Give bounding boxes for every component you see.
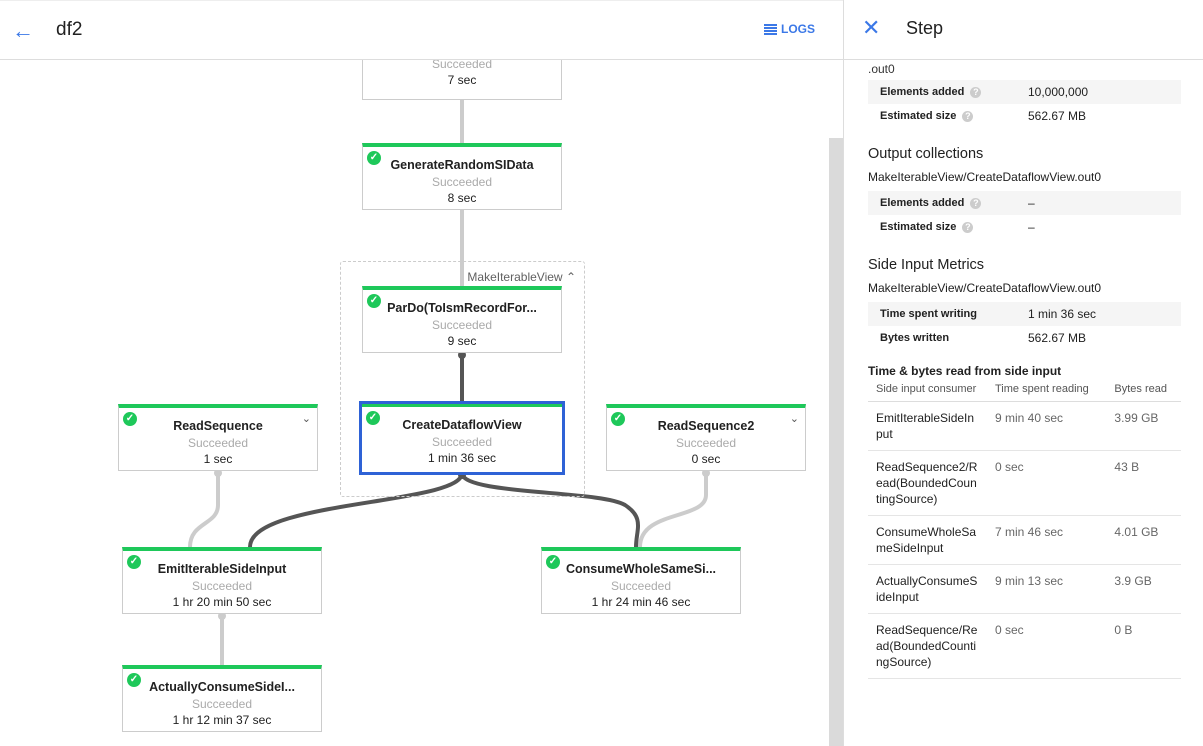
check-circle-icon: ✓ (367, 294, 381, 308)
graph-node[interactable]: ✓ EmitIterableSideInput Succeeded 1 hr 2… (122, 547, 322, 614)
close-icon[interactable]: ✕ (862, 15, 881, 40)
chevron-down-icon[interactable]: ⌄ (789, 413, 799, 425)
metric-row: Estimated size?562.67 MB (880, 109, 1087, 123)
metric-row: Elements added?10,000,000 (868, 80, 1181, 104)
graph-node[interactable]: ✓ ⌄ ReadSequence2 Succeeded 0 sec (606, 404, 806, 471)
top-bar: ← df2 LOGS (0, 0, 843, 60)
check-circle-icon: ✓ (123, 412, 137, 426)
graph-node[interactable]: ✓ ⌄ ReadSequence Succeeded 1 sec (118, 404, 318, 471)
graph-node[interactable]: ✓ ActuallyConsumeSideI... Succeeded 1 hr… (122, 665, 322, 732)
graph-node[interactable]: Succeeded 7 sec (362, 60, 562, 100)
check-circle-icon: ✓ (546, 555, 560, 569)
help-icon[interactable]: ? (970, 197, 982, 209)
check-circle-icon: ✓ (127, 673, 141, 687)
table-row: ReadSequence2/Read(BoundedCountingSource… (868, 450, 1181, 516)
graph-node[interactable]: ✓ ConsumeWholeSameSi... Succeeded 1 hr 2… (541, 547, 741, 614)
table-row: ReadSequence/Read(BoundedCountingSource)… (868, 613, 1181, 679)
graph-node-selected[interactable]: ✓ CreateDataflowView Succeeded 1 min 36 … (359, 401, 565, 475)
side-input-table-title: Time & bytes read from side input (868, 364, 1062, 378)
help-icon[interactable]: ? (962, 221, 974, 233)
chevron-down-icon[interactable]: ⌄ (301, 413, 311, 425)
group-label[interactable]: MakeIterableView ⌃ (467, 270, 576, 284)
group-make-iterable-view: MakeIterableView ⌃ (340, 261, 585, 497)
check-circle-icon: ✓ (127, 555, 141, 569)
check-circle-icon: ✓ (366, 411, 380, 425)
graph-node[interactable]: ✓ GenerateRandomSIData Succeeded 8 sec (362, 143, 562, 210)
chevron-up-icon: ⌃ (565, 270, 576, 284)
output-collections-heading: Output collections (868, 146, 984, 162)
side-input-name: MakeIterableView/CreateDataflowView.out0 (868, 281, 1102, 295)
check-circle-icon: ✓ (367, 151, 381, 165)
edge (460, 472, 640, 548)
job-title: df2 (56, 19, 83, 40)
metric-row: Estimated size?– (880, 220, 1035, 234)
scrollbar[interactable] (829, 138, 843, 746)
graph-node[interactable]: ✓ ParDo(ToIsmRecordFor... Succeeded 9 se… (362, 286, 562, 353)
panel-title: Step (906, 18, 944, 38)
logs-label: LOGS (781, 22, 816, 36)
output-collection-name: MakeIterableView/CreateDataflowView.out0 (868, 170, 1102, 184)
side-input-metrics-heading: Side Input Metrics (868, 257, 985, 273)
edge (188, 471, 220, 548)
metric-row: Elements added?– (868, 191, 1181, 215)
list-icon (764, 23, 777, 35)
help-icon[interactable]: ? (962, 110, 974, 122)
check-circle-icon: ✓ (611, 412, 625, 426)
panel-header: ✕ Step (844, 0, 1203, 60)
edge (248, 472, 464, 548)
edge (638, 471, 708, 548)
step-panel: ✕ Step .out0 Elements added?10,000,000 E… (843, 0, 1203, 746)
clipped-collection-name: .out0 (868, 62, 895, 76)
arrow-left-icon[interactable]: ← (12, 18, 34, 43)
graph-canvas[interactable]: MakeIterableView ⌃ Succeeded 7 sec ✓ Gen… (0, 60, 843, 746)
logs-button[interactable]: LOGS (764, 22, 815, 36)
help-icon[interactable]: ? (970, 86, 982, 98)
